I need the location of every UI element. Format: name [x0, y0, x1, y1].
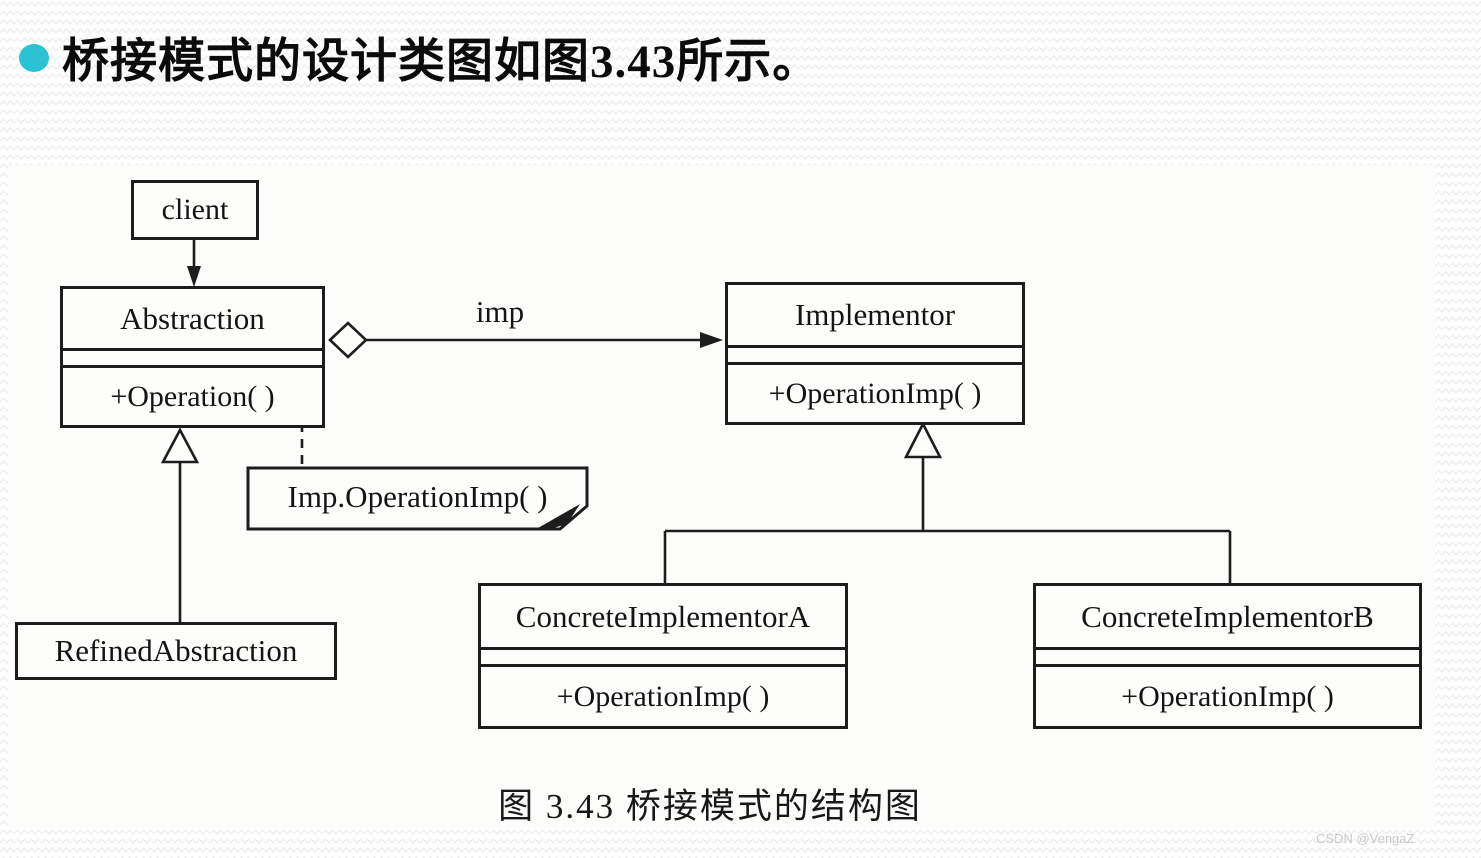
class-abstraction-method: +Operation( ): [63, 365, 322, 425]
class-concrete-implementor-a-method: +OperationImp( ): [481, 664, 845, 726]
class-refined-abstraction: RefinedAbstraction: [15, 622, 337, 680]
class-client: client: [131, 180, 259, 240]
class-implementor-name: Implementor: [794, 297, 956, 332]
note-text: Imp.OperationImp( ): [287, 479, 548, 514]
class-concrete-implementor-b-attributes: [1036, 647, 1419, 664]
class-concrete-implementor-b: ConcreteImplementorB +OperationImp( ): [1033, 583, 1422, 729]
figure-caption: 图 3.43 桥接模式的结构图: [498, 787, 922, 826]
class-client-name: client: [161, 193, 229, 226]
class-abstraction-name: Abstraction: [120, 300, 265, 336]
slide-title: 桥接模式的设计类图如图3.43所示。: [62, 36, 821, 88]
class-concrete-implementor-a: ConcreteImplementorA +OperationImp( ): [478, 583, 848, 729]
class-implementor: Implementor +OperationImp( ): [725, 282, 1025, 425]
title-row: 桥接模式的设计类图如图3.43所示。: [0, 0, 1481, 120]
class-implementor-method: +OperationImp( ): [728, 362, 1022, 422]
class-refined-abstraction-name: RefinedAbstraction: [54, 633, 298, 668]
class-implementor-attributes: [728, 345, 1022, 362]
watermark: CSDN @VengaZ: [1316, 831, 1415, 846]
class-concrete-implementor-b-name: ConcreteImplementorB: [1081, 598, 1374, 634]
class-concrete-implementor-a-name: ConcreteImplementorA: [515, 598, 811, 634]
class-concrete-implementor-a-attributes: [481, 647, 845, 664]
bullet-icon: [19, 44, 49, 72]
class-concrete-implementor-b-method: +OperationImp( ): [1036, 664, 1419, 726]
class-abstraction-attributes: [63, 348, 322, 365]
association-label-imp: imp: [475, 294, 525, 329]
class-abstraction: Abstraction +Operation( ): [60, 286, 325, 428]
